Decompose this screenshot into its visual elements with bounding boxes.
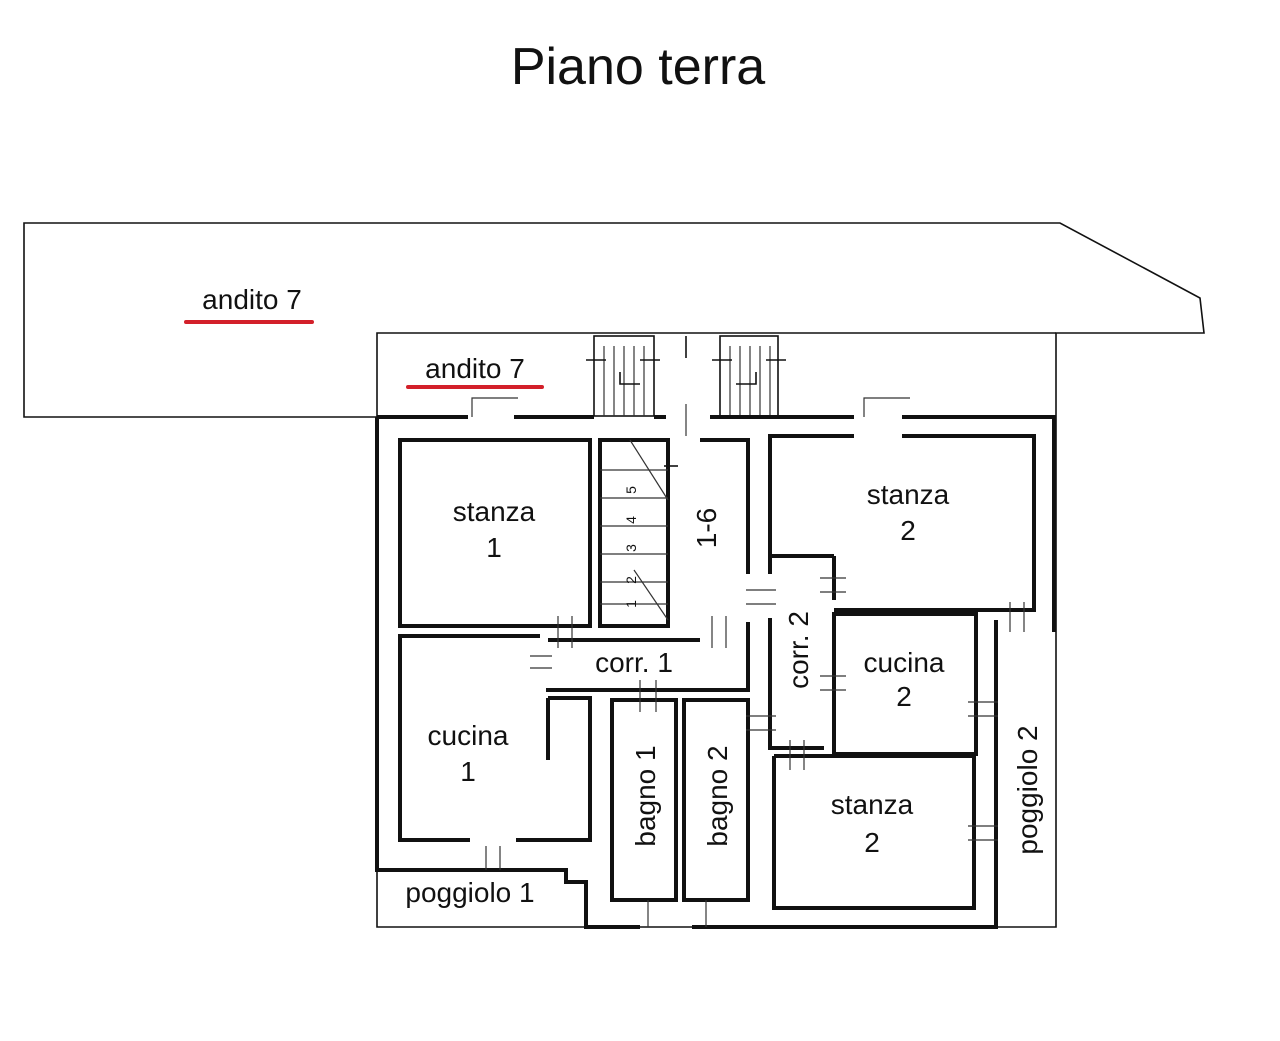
label-cucina-2-number: 2: [896, 681, 912, 712]
label-corr-2: corr. 2: [783, 611, 814, 689]
step-number: 2: [623, 576, 639, 584]
label-cucina-1-name: cucina: [428, 720, 509, 751]
label-stanza-2-top-name: stanza: [867, 479, 950, 510]
step-number: 4: [623, 516, 639, 524]
label-stanza-2-top-number: 2: [900, 515, 916, 546]
label-stanza-2-bottom-number: 2: [864, 827, 880, 858]
door-arrows: [586, 336, 786, 467]
step-number: 1: [623, 600, 639, 608]
label-cucina-2-name: cucina: [864, 647, 945, 678]
label-bagno-2: bagno 2: [702, 745, 733, 846]
openings: [471, 397, 1025, 927]
label-poggiolo-1: poggiolo 1: [405, 877, 534, 908]
plan-title: Piano terra: [511, 38, 765, 96]
label-stanza-2-bottom-name: stanza: [831, 789, 914, 820]
label-bagno-1: bagno 1: [630, 745, 661, 846]
step-numbers: 1 2 3 4 5: [623, 486, 639, 608]
entrance-steps: [593, 335, 779, 417]
building-walls: [375, 415, 1056, 929]
step-number: 5: [623, 486, 639, 494]
label-stanza-1-number: 1: [486, 532, 502, 563]
andito-inner-outline: [376, 332, 1056, 417]
label-stanza-1-name: stanza: [453, 496, 536, 527]
label-cucina-1-number: 1: [460, 756, 476, 787]
label-andito-outer: andito 7: [202, 284, 302, 315]
step-number: 3: [623, 544, 639, 552]
staircase: [600, 439, 669, 621]
label-stair-1-6: 1-6: [691, 508, 722, 548]
label-corr-1: corr. 1: [595, 647, 673, 678]
label-andito-inner: andito 7: [425, 353, 525, 384]
label-poggiolo-2: poggiolo 2: [1012, 725, 1043, 854]
